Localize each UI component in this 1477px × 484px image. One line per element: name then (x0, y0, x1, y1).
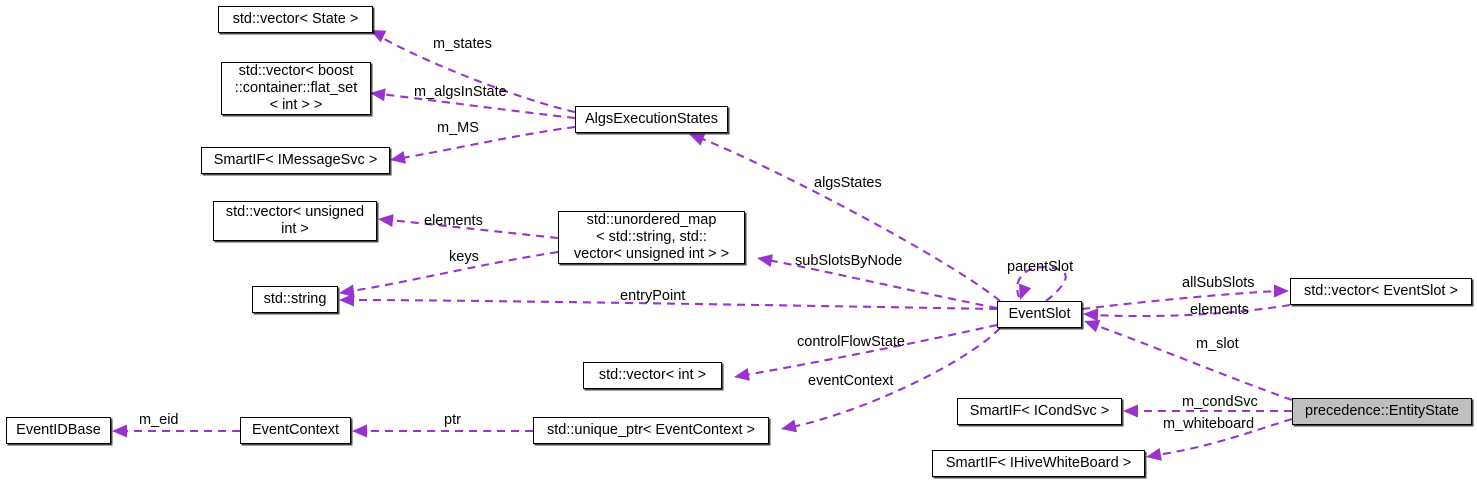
node-eventcontext[interactable]: EventContext (240, 417, 351, 444)
node-eventslot[interactable]: EventSlot (997, 301, 1082, 328)
edge-label-e_ptr: ptr (444, 412, 461, 428)
edge-e_controlFlowState (744, 323, 998, 377)
edge-e_m_MS (401, 125, 576, 160)
edge-e_m_slot (1094, 324, 1293, 401)
node-entitystate[interactable]: precedence::EntityState (1292, 398, 1472, 425)
edge-label-e_m_states: m_states (433, 36, 492, 52)
edge-label-e_m_eid: m_eid (139, 412, 179, 428)
node-label-eventidbase: EventIDBase (16, 422, 101, 438)
arrowhead-e_m_algsInState (370, 88, 386, 102)
edge-label-e_m_MS: m_MS (437, 120, 479, 136)
edge-label-e_m_algsInState: m_algsInState (414, 84, 507, 100)
node-label-unordered_map: std::unordered_map < std::string, std:: … (573, 212, 730, 262)
edge-label-e_elements_map: elements (424, 213, 483, 229)
arrowhead-e_entryPoint (339, 293, 354, 307)
node-vec_uint[interactable]: std::vector< unsigned int > (213, 201, 377, 241)
edge-label-e_algsStates: algsStates (814, 175, 882, 191)
arrowhead-e_m_whiteboard (1146, 447, 1162, 461)
arrowhead-e_m_slot (1084, 320, 1101, 333)
node-uniqueptr_evtctx[interactable]: std::unique_ptr< EventContext > (533, 417, 769, 444)
node-smartif_condsvc[interactable]: SmartIF< ICondSvc > (957, 398, 1122, 425)
edge-label-e_keys: keys (449, 249, 479, 265)
edge-label-e_m_whiteboard: m_whiteboard (1163, 416, 1255, 432)
arrowhead-e_m_condSvc (1123, 404, 1138, 418)
node-std_string[interactable]: std::string (252, 286, 338, 313)
node-label-vec_flatset: std::vector< boost ::container::flat_set… (234, 63, 358, 113)
node-label-eventcontext: EventContext (251, 422, 340, 438)
arrowhead-e_eventContext (781, 419, 798, 433)
node-label-smartif_condsvc: SmartIF< ICondSvc > (969, 403, 1110, 419)
node-label-vec_eventslot: std::vector< EventSlot > (1304, 283, 1458, 299)
node-label-eventslot: EventSlot (1008, 306, 1071, 322)
node-smartif_hivewb[interactable]: SmartIF< IHiveWhiteBoard > (932, 450, 1145, 477)
edge-label-e_subSlotsByNode: subSlotsByNode (795, 253, 903, 269)
node-unordered_map[interactable]: std::unordered_map < std::string, std:: … (558, 211, 745, 264)
edge-label-e_allSubSlots: allSubSlots (1182, 275, 1255, 291)
edge-label-e_entryPoint: entryPoint (620, 288, 686, 304)
arrowhead-e_elements_vslot (1083, 308, 1099, 322)
edge-label-e_m_condSvc: m_condSvc (1182, 394, 1258, 410)
node-algsexecstates[interactable]: AlgsExecutionStates (575, 106, 728, 133)
node-label-vec_state: std::vector< State > (232, 11, 359, 27)
arrowhead-e_keys (339, 284, 355, 298)
node-label-vec_uint: std::vector< unsigned int > (225, 204, 365, 237)
node-eventidbase[interactable]: EventIDBase (6, 417, 111, 444)
arrowhead-e_elements_map (378, 214, 394, 228)
edge-label-e_controlFlowState: controlFlowState (797, 334, 905, 350)
node-label-algsexecstates: AlgsExecutionStates (585, 111, 718, 127)
edge-label-e_m_slot: m_slot (1196, 336, 1239, 352)
node-label-smartif_msgsvc: SmartIF< IMessageSvc > (213, 152, 378, 168)
node-vec_eventslot[interactable]: std::vector< EventSlot > (1290, 278, 1472, 305)
arrowhead-e_allSubSlots (1274, 284, 1289, 298)
edge-label-e_elements_vslot: elements (1190, 302, 1249, 318)
node-label-smartif_hivewb: SmartIF< IHiveWhiteBoard > (945, 455, 1132, 471)
arrowhead-e_parentSlot (1019, 283, 1032, 300)
arrowhead-e_controlFlowState (734, 367, 750, 381)
node-vec_state[interactable]: std::vector< State > (218, 6, 373, 33)
node-vec_int[interactable]: std::vector< int > (583, 362, 722, 389)
node-label-entitystate: precedence::EntityState (1305, 403, 1459, 419)
node-vec_flatset[interactable]: std::vector< boost ::container::flat_set… (221, 62, 371, 115)
arrowhead-e_m_eid (112, 424, 127, 438)
arrowhead-e_m_MS (390, 150, 406, 164)
node-label-std_string: std::string (263, 291, 327, 307)
arrowhead-e_subSlotsByNode (757, 254, 773, 268)
edge-e_algsStates (699, 137, 1001, 302)
edge-label-e_eventContext: eventContext (808, 373, 894, 389)
arrowhead-e_ptr (352, 424, 367, 438)
node-label-uniqueptr_evtctx: std::unique_ptr< EventContext > (547, 422, 755, 438)
edge-label-e_parentSlot: parentSlot (1007, 259, 1074, 275)
node-label-vec_int: std::vector< int > (598, 367, 707, 383)
node-smartif_msgsvc[interactable]: SmartIF< IMessageSvc > (201, 147, 390, 174)
